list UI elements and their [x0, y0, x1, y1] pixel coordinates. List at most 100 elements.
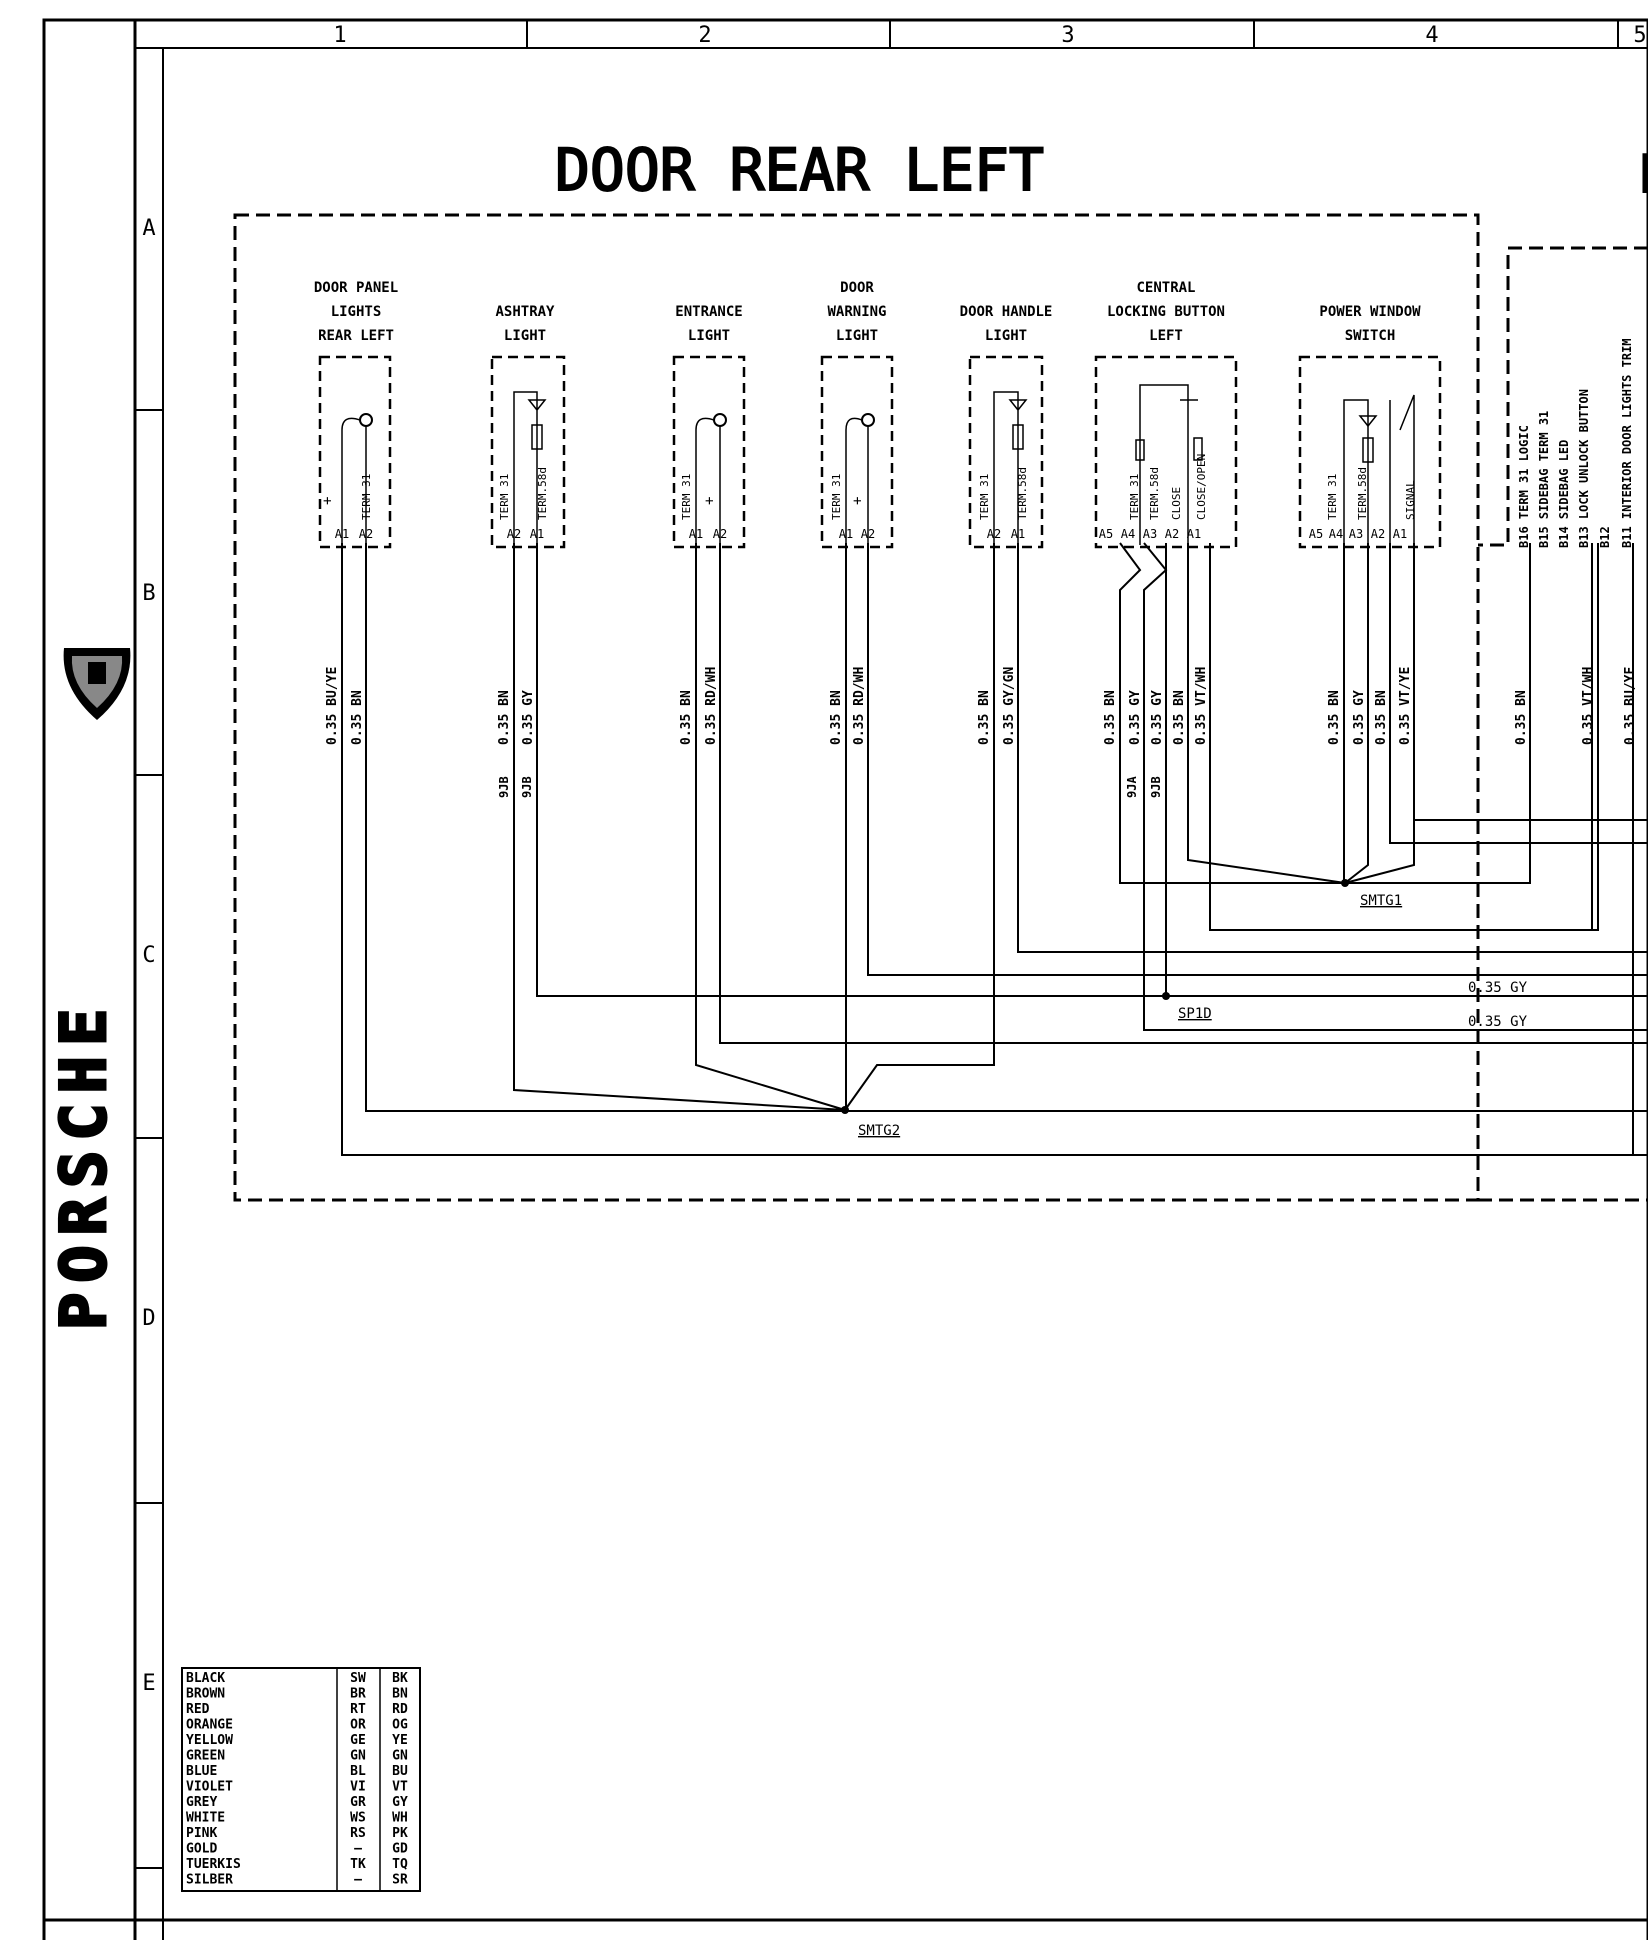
legend-code-de: BR [350, 1687, 366, 1702]
legend-color-name: GOLD [186, 1842, 217, 1857]
grid-col-label: 1 [333, 23, 346, 48]
legend-code-de: SW [350, 1671, 366, 1686]
wire-label: 0.35 RD/WH [852, 667, 867, 745]
wire-label: 0.35 GY [1150, 690, 1165, 745]
internal-label: TERM.58d [1148, 467, 1161, 520]
legend-code-en: GN [392, 1749, 408, 1764]
led-icon [1358, 415, 1378, 428]
wire-label: 0.35 BN [1103, 690, 1118, 745]
plug-label: 9JB [497, 776, 511, 798]
right-title-fragment: D [1640, 145, 1648, 205]
pin-label: A1 [689, 527, 703, 541]
node-smtg2-label: SMTG2 [858, 1123, 900, 1139]
component-box [672, 355, 746, 549]
wire-label: 0.35 BN [977, 690, 992, 745]
door-rear-left-boundary [233, 213, 1480, 1202]
pin-label: A1 [1187, 527, 1201, 541]
pin-label: A5 [1309, 527, 1323, 541]
pin-label: A1 [1011, 527, 1025, 541]
pin-label: A4 [1121, 527, 1135, 541]
connector-pin-label: B12 [1598, 526, 1612, 548]
component-label: DOOR HANDLE [960, 304, 1053, 320]
internal-label: CLOSE/OPEN [1195, 454, 1208, 520]
component-box [318, 355, 392, 549]
legend-color-name: BLUE [186, 1764, 217, 1779]
component-label: ENTRANCE [675, 304, 742, 320]
legend-code-de: RT [350, 1702, 366, 1717]
wire-label: 0.35 VT/WH [1581, 667, 1596, 745]
wire-label: 0.35 RD/WH [704, 667, 719, 745]
wire-label: 0.35 GY/GN [1002, 667, 1017, 745]
internal-label: TERM 31 [1128, 474, 1141, 520]
component-label: DOOR PANEL [314, 280, 398, 296]
grid-row-label: E [142, 1671, 155, 1696]
splice-smtg1 [1341, 879, 1349, 887]
component-label: CENTRAL [1136, 280, 1195, 296]
grid-row-label: A [142, 216, 155, 241]
pin-label: A3 [1143, 527, 1157, 541]
internal-label: TERM 31 [498, 474, 511, 520]
legend-code-en: TQ [392, 1857, 408, 1872]
brand-wordmark: PORSCHE [47, 999, 120, 1330]
component-label: WARNING [827, 304, 886, 320]
component-box [968, 355, 1044, 549]
right-connector: B16 TERM 31 LOGIC B15 SIDEBAG TERM 31 B14 … [1514, 338, 1638, 930]
internal-label: TERM.58d [1356, 467, 1369, 520]
component-label: POWER WINDOW [1319, 304, 1421, 320]
pin-label: A1 [335, 527, 349, 541]
pin-label: A2 [1371, 527, 1385, 541]
legend-color-name: BLACK [186, 1671, 225, 1686]
pin-label: A1 [530, 527, 544, 541]
component-label: LIGHT [836, 328, 878, 344]
component-label: LEFT [1149, 328, 1183, 344]
wire-label: 0.35 BN [1327, 690, 1342, 745]
legend-code-en: WH [392, 1811, 408, 1826]
component-label: DOOR [840, 280, 874, 296]
wire-harness [341, 542, 1648, 1156]
wire-label: 0.35 GY [1352, 690, 1367, 745]
grid-col-label: 3 [1061, 23, 1074, 48]
connector-pin-label: B14 SIDEBAG LED [1557, 440, 1571, 548]
legend-code-de: — [354, 1842, 362, 1857]
plug-label: 9JB [520, 776, 534, 798]
legend-code-en: VT [392, 1780, 408, 1795]
switch-icon [1139, 384, 1198, 545]
legend-code-en: BN [392, 1687, 408, 1702]
legend-code-de: — [354, 1873, 362, 1888]
internal-label: TERM 31 [830, 474, 843, 520]
legend-color-name: PINK [186, 1826, 217, 1841]
pin-label: A3 [1349, 527, 1363, 541]
internal-label: + [702, 497, 718, 505]
legend-code-de: WS [350, 1811, 366, 1826]
wire-label: 0.35 BN [1514, 690, 1529, 745]
pin-label: A2 [713, 527, 727, 541]
pin-label: A2 [987, 527, 1001, 541]
wire-label: 0.35 BN [497, 690, 512, 745]
component-label: LIGHT [688, 328, 730, 344]
legend-code-de: TK [350, 1857, 366, 1872]
legend-code-en: OG [392, 1718, 408, 1733]
connector-pin-label: B16 TERM 31 LOGIC [1517, 425, 1531, 548]
sheet-frame [42, 18, 1648, 1940]
wire-label: 0.35 BU/YE [1623, 667, 1638, 745]
node-smtg1-label: SMTG1 [1360, 893, 1402, 909]
legend-code-en: SR [392, 1873, 408, 1888]
internal-label: TERM 31 [680, 474, 693, 520]
legend-code-de: OR [350, 1718, 366, 1733]
legend-code-de: BL [350, 1764, 366, 1779]
connector-pin-label: B11 INTERIOR DOOR LIGHTS TRIM [1620, 338, 1634, 548]
lamp-icon [713, 413, 727, 427]
right-module-boundary [1478, 246, 1648, 547]
component-box [1298, 355, 1442, 549]
legend-code-en: GD [392, 1842, 408, 1857]
connector-pin-label: B15 SIDEBAG TERM 31 [1537, 411, 1551, 548]
component-label: ASHTRAY [495, 304, 555, 320]
component-box [490, 355, 566, 549]
legend-code-en: PK [392, 1826, 408, 1841]
wire-label: 0.35 BU/YE [325, 667, 340, 745]
